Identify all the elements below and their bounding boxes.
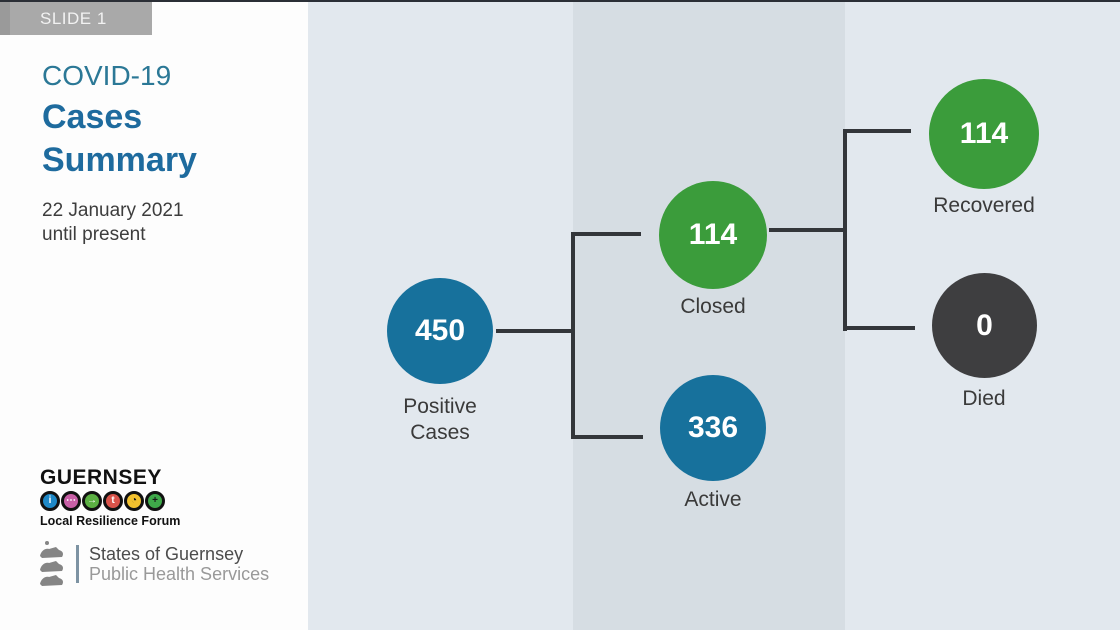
connector-positive-to-bracket [496, 329, 573, 333]
guernsey-crest-icon [40, 541, 63, 586]
org-name: States of Guernsey [89, 544, 244, 564]
guernsey-wordmark: GUERNSEY [40, 466, 162, 489]
recovered-value: 114 [959, 117, 1009, 150]
slide-supertitle: COVID-19 [42, 60, 172, 91]
positive-cases-value: 450 [414, 314, 466, 347]
chat-icon: ⋯ [61, 491, 81, 511]
node-positive-cases: 450 [387, 278, 493, 384]
bracket2-to-died-line [847, 326, 915, 330]
recovered-label: Recovered [933, 194, 1035, 217]
closed-label: Closed [680, 295, 746, 318]
plus-icon: + [145, 491, 165, 511]
positive-cases-label: Positive Cases [403, 395, 477, 444]
top-border-line [0, 0, 1120, 2]
slide-title-line1: Cases [42, 98, 143, 136]
background-band-middle [573, 2, 845, 630]
slide-date-range: 22 January 2021 until present [42, 199, 184, 247]
lrf-tagline: Local Resilience Forum [40, 514, 181, 528]
bracket1-to-active-line [575, 435, 643, 439]
active-value: 336 [687, 411, 739, 444]
bracket1-to-closed-line [575, 232, 641, 236]
badge-edge-strip [0, 2, 10, 35]
bracket2-to-recovered-line [847, 129, 911, 133]
node-active: 336 [660, 375, 766, 481]
slide-title-line2: Summary [42, 141, 197, 179]
connector-closed-to-bracket [769, 228, 845, 232]
node-recovered: 114 [929, 79, 1039, 189]
clock-icon: ◔ [124, 491, 144, 511]
slide-number-badge: SLIDE 1 [0, 2, 152, 35]
lrf-icon-row: i ⋯ → t ◔ + [40, 491, 165, 511]
slide-title: Cases Summary [42, 96, 197, 182]
bracket1-vertical-line [571, 232, 575, 439]
date-line1: 22 January 2021 [42, 200, 184, 221]
org-department: Public Health Services [89, 564, 270, 584]
arrow-icon: → [82, 491, 102, 511]
bracket2-vertical-line [843, 129, 847, 331]
closed-value: 114 [688, 218, 738, 251]
date-line2: until present [42, 224, 146, 245]
died-label: Died [962, 387, 1006, 410]
info-icon: i [40, 491, 60, 511]
node-died: 0 [932, 273, 1037, 378]
died-value: 0 [976, 308, 993, 342]
node-closed: 114 [659, 181, 767, 289]
active-label: Active [684, 488, 742, 511]
alert-icon: t [103, 491, 123, 511]
org-divider-bar [76, 545, 79, 583]
slide-number-label: SLIDE 1 [40, 9, 107, 28]
